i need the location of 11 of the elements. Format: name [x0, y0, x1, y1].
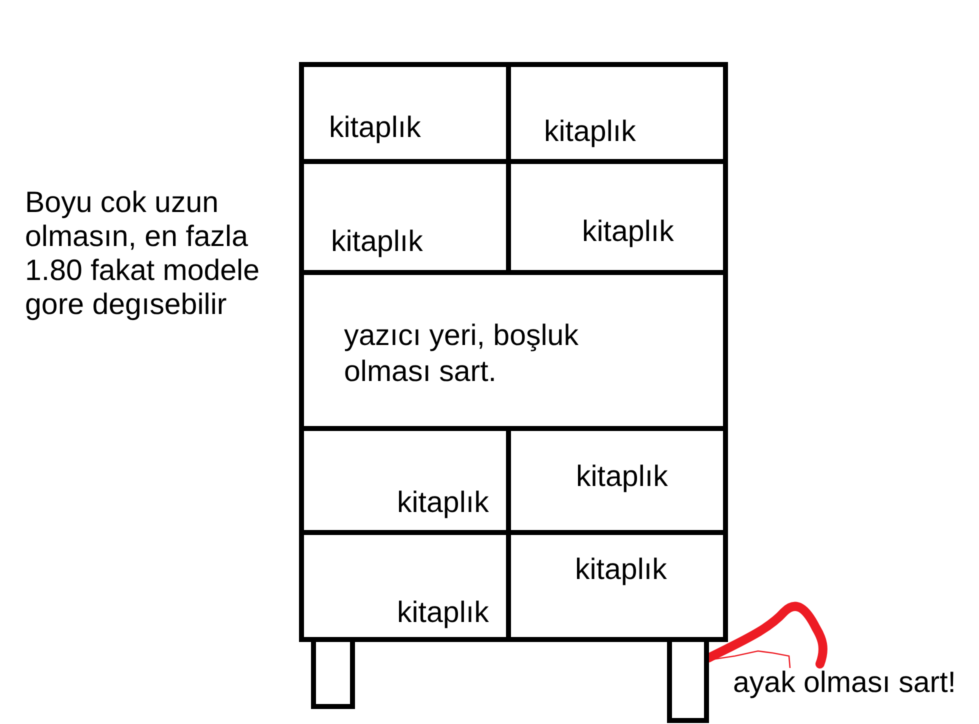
compartment-label: kitaplık [331, 225, 423, 259]
compartment-label: kitaplık [329, 111, 421, 145]
compartment-label: kitaplık [582, 215, 674, 249]
compartment-label: kitaplık [575, 553, 667, 587]
compartment-label: kitaplık [397, 596, 489, 630]
note-text: Boyu cok uzun olmasın, en fazla 1.80 fakat modele gore degısebilir [25, 186, 261, 322]
compartment-label: kitaplık [576, 460, 668, 494]
compartment-label: kitaplık [544, 115, 636, 149]
compartment-label: kitaplık [397, 486, 489, 520]
compartment-note: yazıcı yeri, boşluk olması sart. [344, 318, 580, 390]
annotation-note: ayak olması sart! [733, 666, 956, 700]
